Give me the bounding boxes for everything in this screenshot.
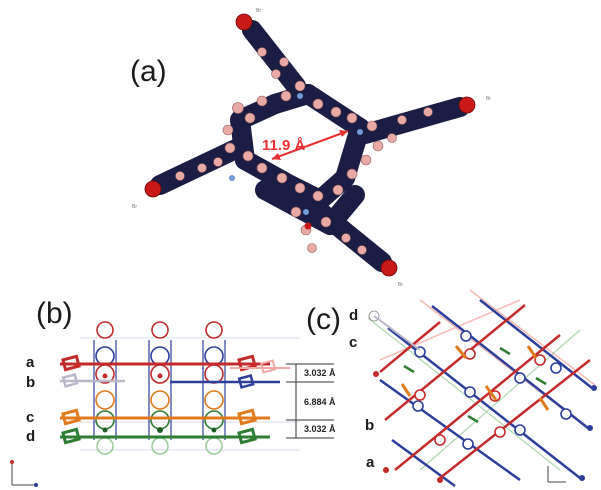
red-chains [379,304,591,479]
cavity-measurement: 11.9 Å [262,130,349,160]
chain-c [60,408,270,426]
spacing-bc: 6.884 Å [304,397,336,407]
spacing-brackets [286,363,334,439]
chain-b [60,373,125,388]
layer-label-d: d [349,307,358,324]
layer-label-c: c [26,409,34,426]
br-label-top: Br [256,8,261,14]
axis-indicator-c [547,466,566,483]
bromine-atom-bottom [380,259,398,277]
layer-label-c: c [349,334,357,351]
panel-c-label: (c) [306,303,341,336]
panel-c: (c) [306,289,597,488]
panel-a-label: (a) [130,55,167,88]
bromine-atom-top [235,13,253,31]
layer-label-b: b [26,374,35,391]
spacing-cd: 3.032 Å [304,424,336,434]
lattice-top-view: d c b a [349,289,597,488]
layer-label-d: d [26,428,35,445]
axis-indicator-b [10,460,38,487]
oxygen-atom [304,222,312,230]
chain-d [60,427,270,445]
layer-label-a: a [26,354,35,371]
blue-chains [379,299,593,488]
bromine-atom-right [458,96,476,114]
cavity-width-label: 11.9 Å [262,137,306,154]
macrocycle-molecule: Br Br Br Br [132,8,491,288]
panel-b-label: (b) [36,297,73,330]
layer-label-b: b [365,417,374,434]
stacking-side-view: a b c d 3.032 Å 6.884 Å 3.032 Å [10,321,336,487]
br-label-right: Br [486,96,491,102]
br-label-left: Br [132,204,137,210]
layer-label-a: a [366,454,375,471]
panel-b: (b) [10,297,336,487]
panel-a: (a) [130,8,491,288]
spacing-ab: 3.032 Å [304,368,336,378]
bromine-atom-left [144,180,162,198]
br-label-bottom: Br [398,282,403,288]
